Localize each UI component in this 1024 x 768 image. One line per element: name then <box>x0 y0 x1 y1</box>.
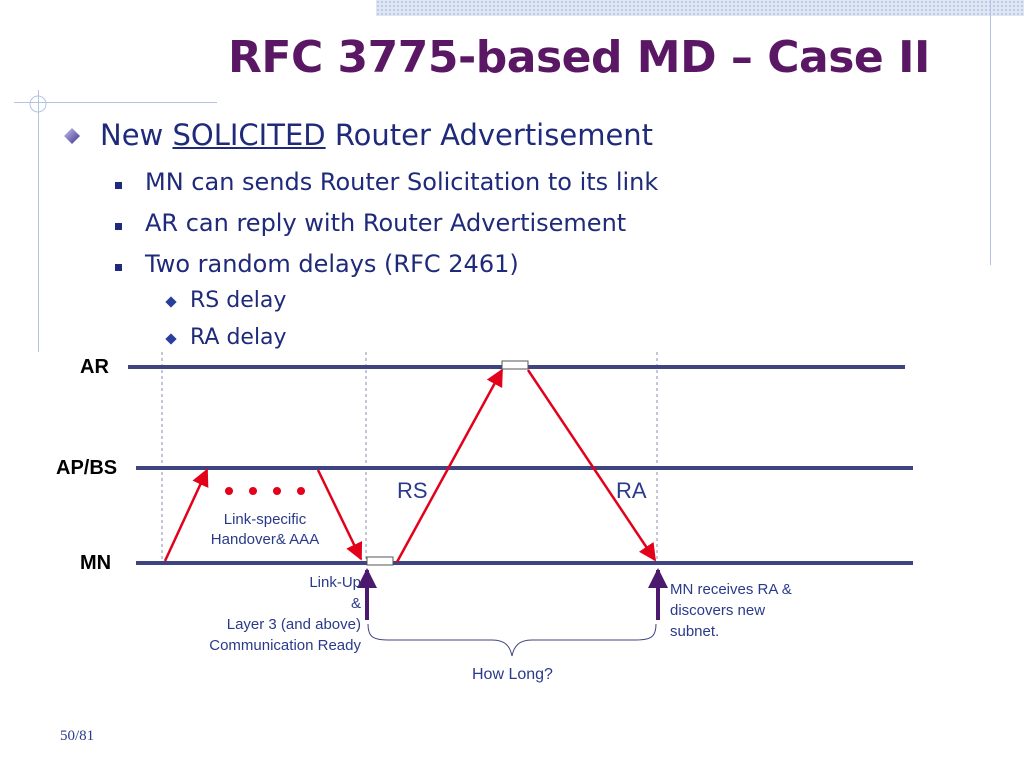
handover-up-arrow <box>163 468 209 562</box>
row-label-mn: MN <box>80 552 112 574</box>
row-label-apbs: AP/BS <box>56 457 118 479</box>
ra-label: RA <box>616 478 647 503</box>
mn-processing-box <box>366 556 394 566</box>
how-long-label: How Long? <box>472 666 553 683</box>
decorative-band <box>376 0 1024 16</box>
how-long-brace <box>367 623 657 657</box>
ellipsis-dot <box>249 487 257 495</box>
ellipsis-dot <box>297 487 305 495</box>
rs-label: RS <box>397 478 428 503</box>
mn-receives-ra-label: MN receives RA & discovers new subnet. <box>670 579 792 642</box>
rs-arrow <box>395 368 504 563</box>
mn-receives-label-line: subnet. <box>670 623 720 640</box>
mn-receives-label-line: MN receives RA & <box>670 581 792 598</box>
linkup-label: Link-Up & Layer 3 (and above) Communicat… <box>180 572 361 656</box>
bullet-underlined-word: SOLICITED <box>172 118 326 152</box>
handover-label-line: Handover& AAA <box>210 531 320 548</box>
diamond-bullet-icon <box>64 128 80 144</box>
sub-sub-bullet-ra-delay: RA delay <box>190 325 287 350</box>
handover-label: Link-specific Handover& AAA <box>195 510 335 550</box>
ellipsis-dot <box>225 487 233 495</box>
decorative-vertical-line-right <box>990 0 991 265</box>
ar-processing-box <box>501 360 529 370</box>
square-bullet-icon <box>115 223 122 230</box>
linkup-label-line: Communication Ready <box>209 637 361 654</box>
decorative-vertical-line-left <box>38 90 39 352</box>
bullet-solicited-ra: New SOLICITED Router Advertisement <box>100 118 653 152</box>
bullet-prefix: New <box>100 118 173 152</box>
ellipsis-dot <box>273 487 281 495</box>
handover-down-arrow <box>316 469 363 561</box>
sub-bullet-delays: Two random delays (RFC 2461) <box>145 250 519 278</box>
sub-sub-bullet-rs-delay: RS delay <box>190 288 287 313</box>
mn-receives-label-line: discovers new <box>670 602 766 619</box>
linkup-label-line: Layer 3 (and above) <box>226 616 361 633</box>
page-number: 50/81 <box>60 728 95 744</box>
linkup-label-line: & <box>350 595 361 612</box>
decorative-crosshair-icon <box>29 95 47 113</box>
ra-arrow <box>526 369 657 562</box>
handover-label-line: Link-specific <box>223 511 307 528</box>
row-label-ar: AR <box>80 356 109 378</box>
bullet-suffix: Router Advertisement <box>325 118 654 152</box>
square-bullet-icon <box>115 264 122 271</box>
square-bullet-icon <box>115 182 122 189</box>
linkup-label-line: Link-Up <box>309 574 361 591</box>
sub-bullet-rs: MN can sends Router Solicitation to its … <box>145 168 659 196</box>
decorative-horizontal-line <box>14 102 217 103</box>
slide-title: RFC 3775-based MD – Case II <box>228 32 930 83</box>
sub-bullet-ra: AR can reply with Router Advertisement <box>145 209 627 237</box>
